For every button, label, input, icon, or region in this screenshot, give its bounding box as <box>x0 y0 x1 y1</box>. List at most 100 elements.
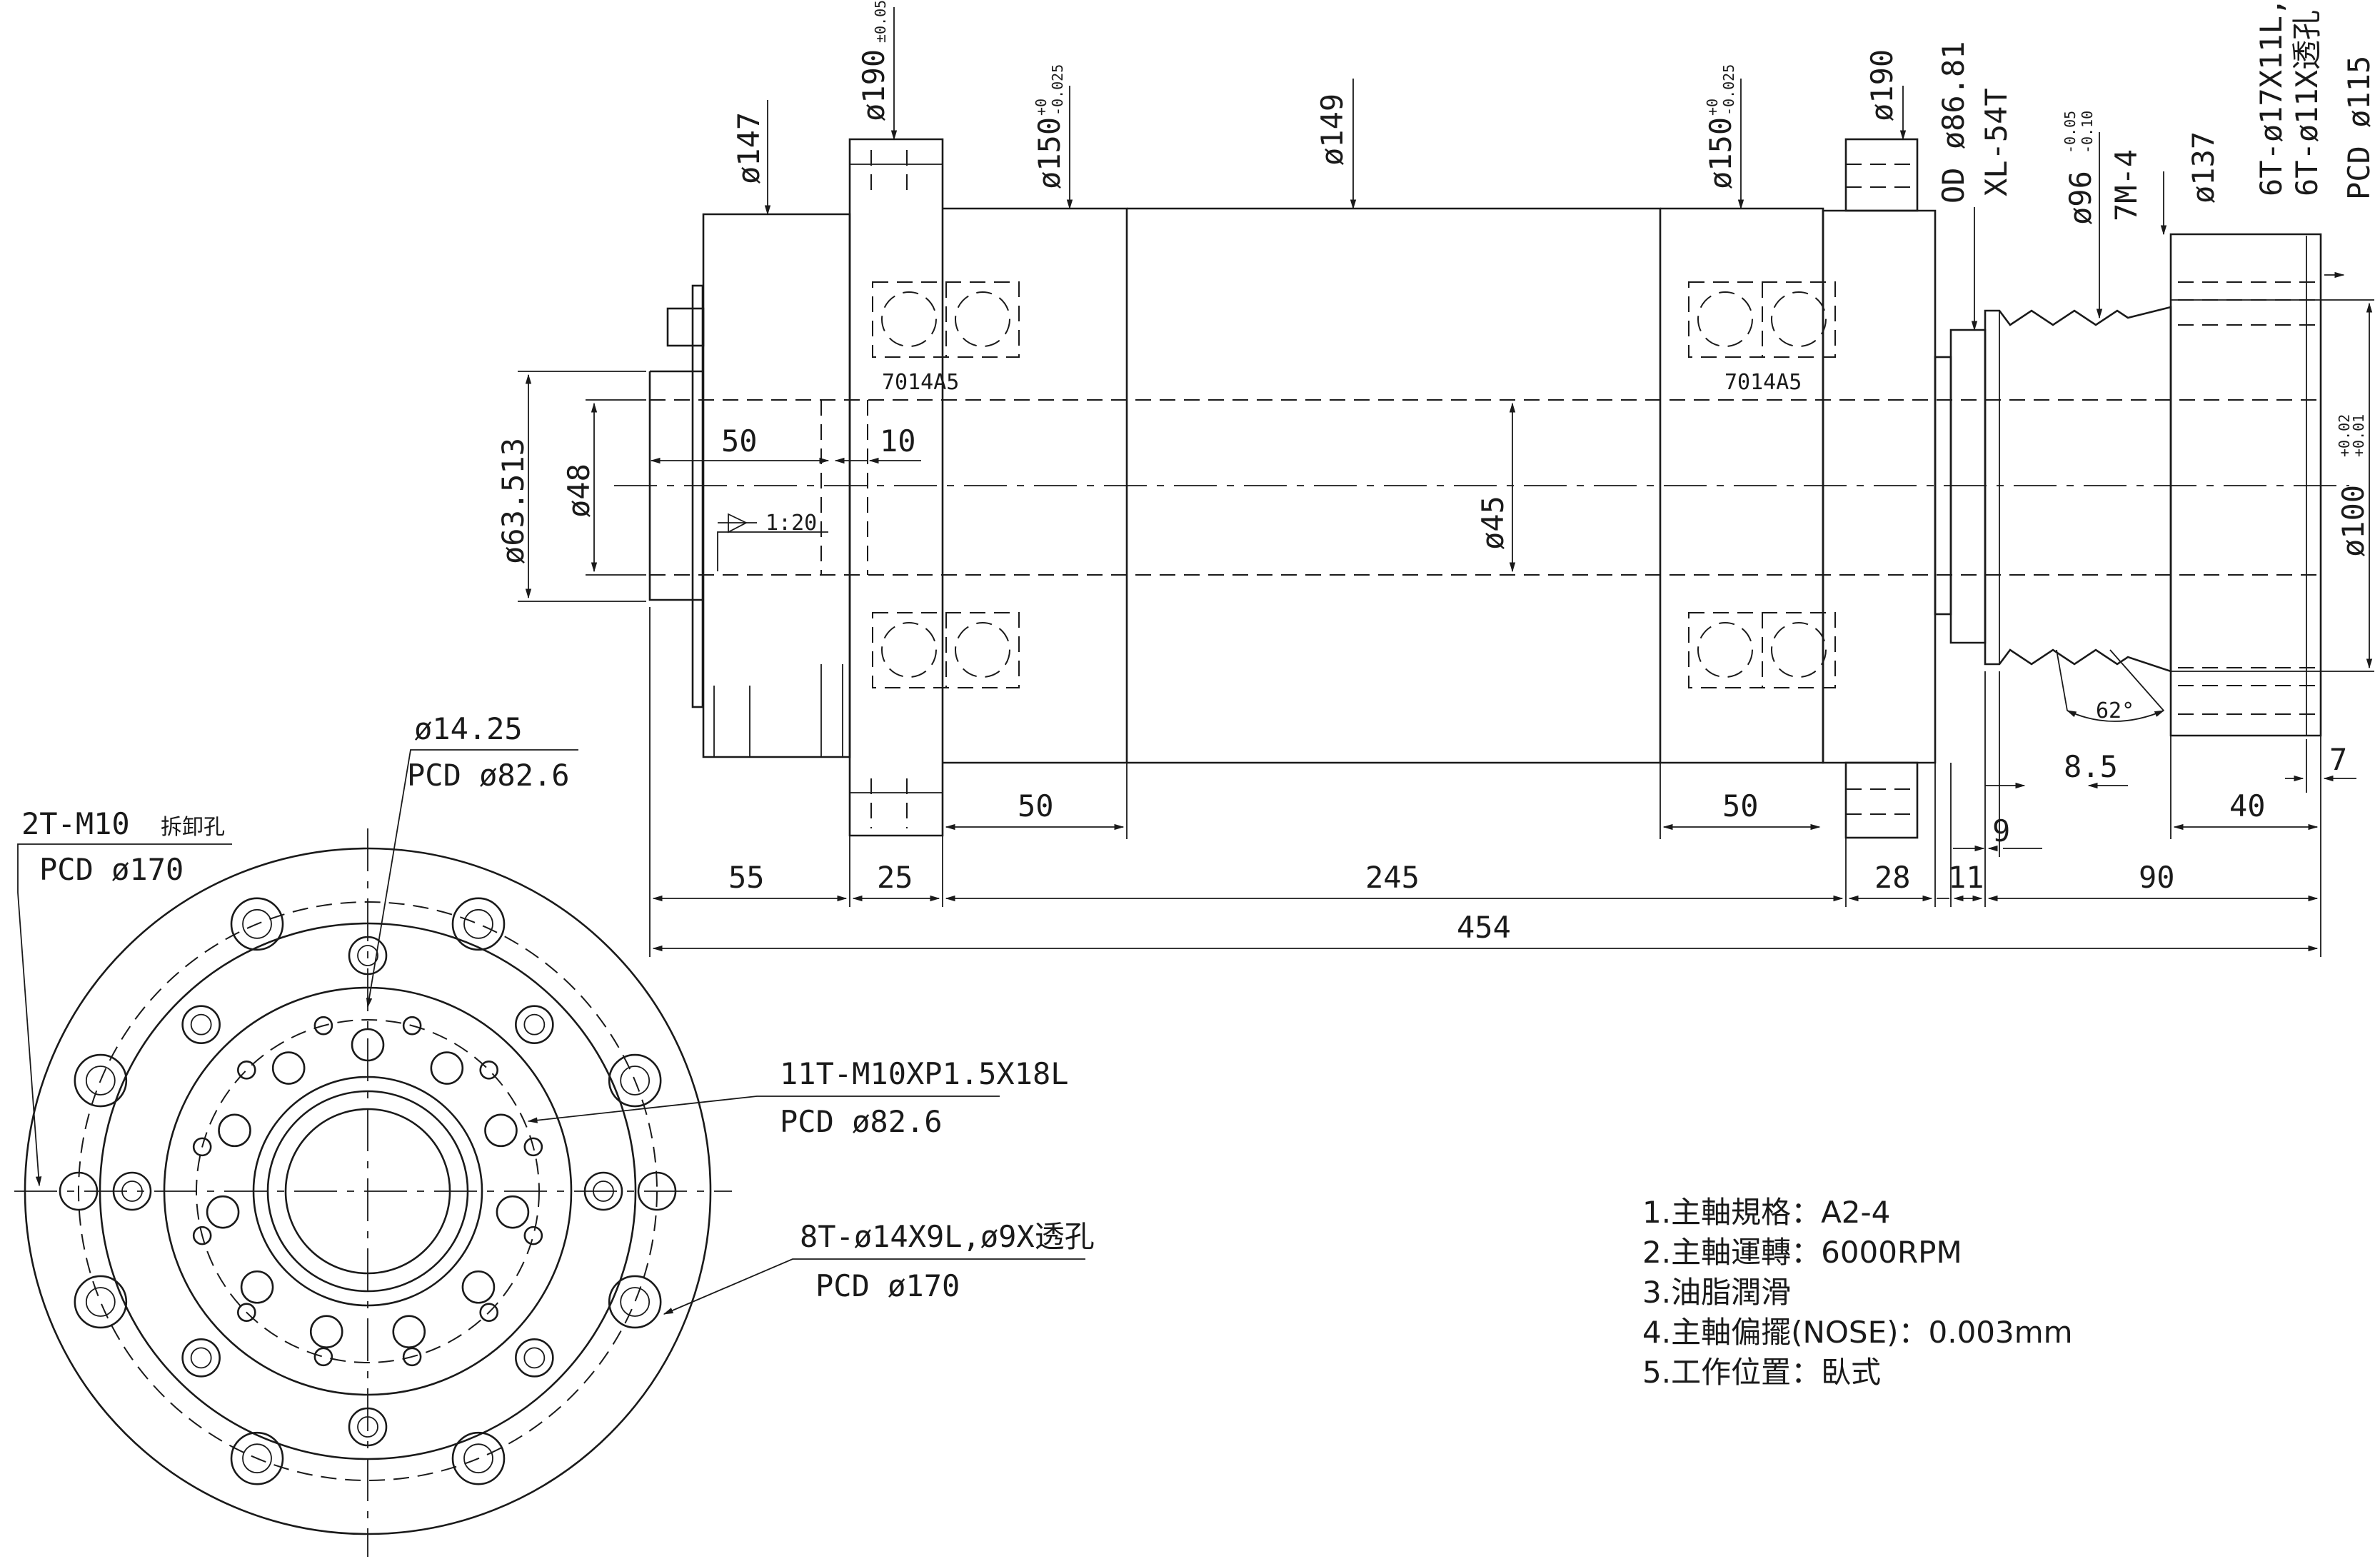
belt-pulley <box>1984 306 2172 673</box>
extraction-hole <box>59 1171 99 1211</box>
small-hole <box>479 1303 499 1323</box>
dim-d150-front: ø150 <box>1032 117 1067 189</box>
tapped-hole <box>271 1051 306 1085</box>
dim-d100-tol-low: +0.01 <box>2350 414 2367 457</box>
rear-bearings <box>1688 281 1836 688</box>
dim-groove: 7M-4 <box>2109 149 2144 221</box>
middle-hole <box>515 1338 554 1378</box>
outer-hole-inner <box>620 1066 651 1096</box>
dim-od: OD ø86.81 <box>1936 41 1971 204</box>
middle-hole-inner <box>190 1347 212 1369</box>
shaft-collar <box>1934 329 1987 644</box>
tapped-hole <box>496 1195 530 1229</box>
small-hole <box>523 1225 543 1245</box>
dim-d150-rear-tol-up: +0 <box>1704 99 1721 116</box>
tapped-hole <box>309 1315 343 1348</box>
note-3: 3.油脂潤滑 <box>1642 1275 1791 1310</box>
dim-454: 454 <box>1457 910 1511 945</box>
dim-d190-front: ø190 <box>856 49 891 121</box>
callout-leaders <box>17 749 1085 1315</box>
dim-50-right: 50 <box>1722 788 1759 823</box>
dim-d147: ø147 <box>731 112 766 184</box>
front-flange <box>848 138 944 837</box>
top-dimension-leaders <box>764 7 2345 331</box>
note-1: 1.主軸規格：A2-4 <box>1642 1195 1890 1230</box>
front-bearings <box>872 281 1020 688</box>
bearing-label-front: 7014A5 <box>882 370 959 395</box>
dim-holes-a: 6T-ø17X11L, <box>2254 0 2289 196</box>
middle-hole-inner <box>357 1416 378 1438</box>
dim-d190-front-tol: ±0.05 <box>872 0 889 43</box>
dim-25: 25 <box>877 860 913 895</box>
dim-d48: ø48 <box>561 463 596 518</box>
mid-dimension-lines <box>1509 299 2374 722</box>
outer-hole <box>608 1053 662 1108</box>
dim-d150-front-tol-low: -0.025 <box>1049 64 1066 116</box>
middle-hole-inner <box>523 1013 546 1036</box>
dim-11: 11 <box>1948 860 1984 895</box>
bore-hidden-lines <box>650 399 2321 576</box>
spindle-nose <box>648 213 851 758</box>
dim-d137: ø137 <box>2186 131 2221 204</box>
callout-2t-m10: 2T-M10 <box>21 806 130 841</box>
callout-2t-m10-note: 拆卸孔 <box>161 815 225 840</box>
tapped-hole <box>392 1315 426 1348</box>
middle-hole-inner <box>190 1013 212 1036</box>
front-housing <box>943 207 1128 764</box>
dim-d96-tol-up: -0.05 <box>2062 111 2079 154</box>
dim-d100: ø100 <box>2336 485 2371 557</box>
dim-depth-10: 10 <box>880 423 916 458</box>
dim-245: 245 <box>1365 860 1420 895</box>
small-hole <box>192 1225 212 1245</box>
dim-depth-50: 50 <box>721 423 758 458</box>
middle-hole <box>348 1407 388 1447</box>
tapped-hole <box>461 1270 496 1304</box>
outer-hole <box>230 1431 284 1485</box>
dim-angle: 62° <box>2096 698 2134 723</box>
note-4: 4.主軸偏擺(NOSE)：0.003mm <box>1642 1315 2073 1350</box>
dim-55: 55 <box>728 860 765 895</box>
dim-d45: ø45 <box>1475 496 1510 550</box>
dim-d100-tol-up: +0.02 <box>2336 414 2353 457</box>
callout-pcd82-6-top: PCD ø82.6 <box>407 758 570 793</box>
middle-hole-inner <box>523 1347 546 1369</box>
outer-hole-inner <box>463 908 493 939</box>
dim-28: 28 <box>1874 860 1911 895</box>
dim-d190-rear: ø190 <box>1864 49 1899 121</box>
bottom-dimension-lines <box>649 607 2356 957</box>
note-2: 2.主軸運轉：6000RPM <box>1642 1235 1962 1270</box>
small-hole <box>523 1137 543 1157</box>
small-hole <box>402 1016 422 1036</box>
small-hole <box>236 1060 256 1080</box>
middle-hole <box>515 1005 554 1044</box>
tapped-hole <box>351 1028 385 1062</box>
outer-hole-inner <box>620 1287 651 1317</box>
dim-d150-front-tol-up: +0 <box>1033 99 1050 116</box>
extraction-hole <box>637 1171 677 1211</box>
dim-90: 90 <box>2139 860 2175 895</box>
middle-hole-inner <box>357 945 378 966</box>
tapped-hole <box>206 1195 240 1229</box>
middle-hole <box>112 1171 152 1211</box>
middle-hole-inner <box>593 1180 614 1202</box>
callout-8t-d14: 8T-ø14X9L,ø9X透孔 <box>800 1219 1095 1254</box>
bearing-label-rear: 7014A5 <box>1724 370 1802 395</box>
front-view <box>14 828 732 1557</box>
outer-hole-inner <box>242 1443 272 1474</box>
dim-7: 7 <box>2329 742 2347 777</box>
callout-d14-25: ø14.25 <box>414 711 523 746</box>
dim-holes-b: 6T-ø11X透孔 <box>2289 10 2324 196</box>
dim-taper: 1:20 <box>765 511 817 536</box>
outer-hole <box>608 1275 662 1329</box>
inner-tapped-holes <box>192 1016 543 1367</box>
middle-hole <box>181 1005 221 1044</box>
dim-belt: XL-54T <box>1979 88 2014 196</box>
small-hole <box>479 1060 499 1080</box>
outer-hole <box>230 897 284 951</box>
note-5: 5.工作位置：臥式 <box>1642 1355 1881 1390</box>
small-hole <box>402 1347 422 1367</box>
dim-d63: ø63.513 <box>496 438 531 564</box>
dim-8-5: 8.5 <box>2064 749 2118 784</box>
outer-hole-inner <box>242 908 272 939</box>
rear-pulley <box>2169 233 2322 737</box>
